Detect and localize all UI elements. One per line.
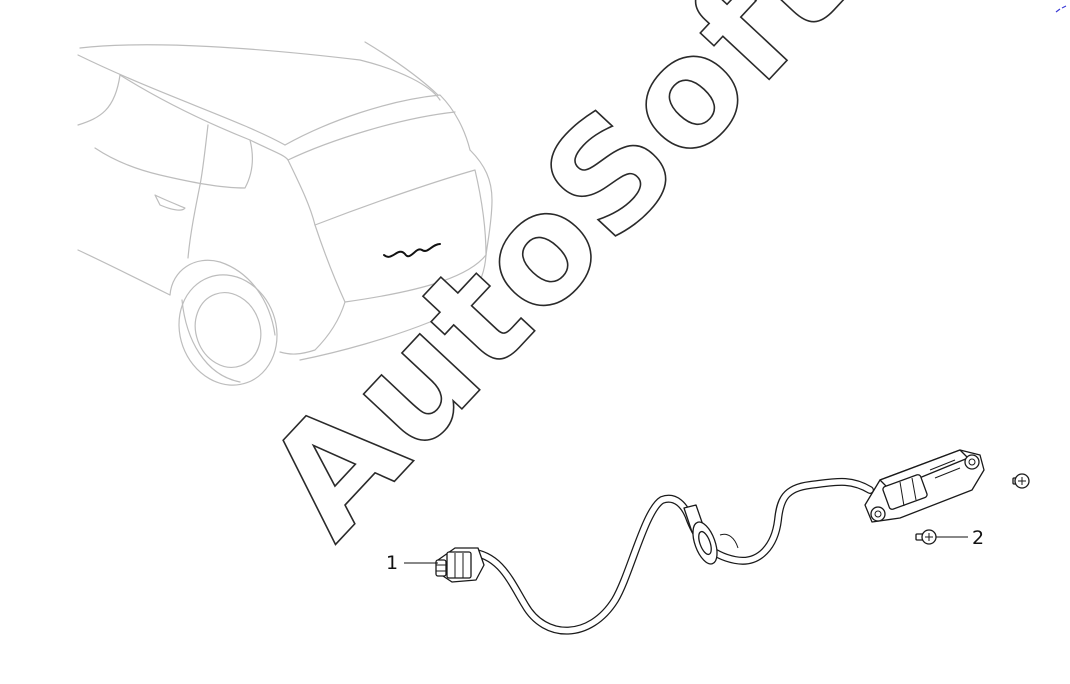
switch-module-icon bbox=[864, 449, 985, 523]
wiring-harness-icon bbox=[466, 477, 874, 635]
connector-icon bbox=[435, 547, 485, 583]
callout-label: 2 bbox=[972, 527, 984, 549]
screw-icon bbox=[915, 529, 937, 545]
callout-label: 1 bbox=[386, 552, 398, 574]
screw-icon bbox=[1012, 473, 1030, 489]
vehicle-rear-outline-icon bbox=[77, 41, 493, 386]
rubber-grommet-icon bbox=[683, 504, 739, 565]
callout-1: 1 bbox=[386, 552, 438, 574]
callout-2: 2 bbox=[936, 527, 984, 549]
corner-mark-icon bbox=[1055, 5, 1067, 13]
watermark: AutoSoft bbox=[233, 0, 881, 570]
watermark-text: AutoSoft bbox=[234, 0, 881, 570]
